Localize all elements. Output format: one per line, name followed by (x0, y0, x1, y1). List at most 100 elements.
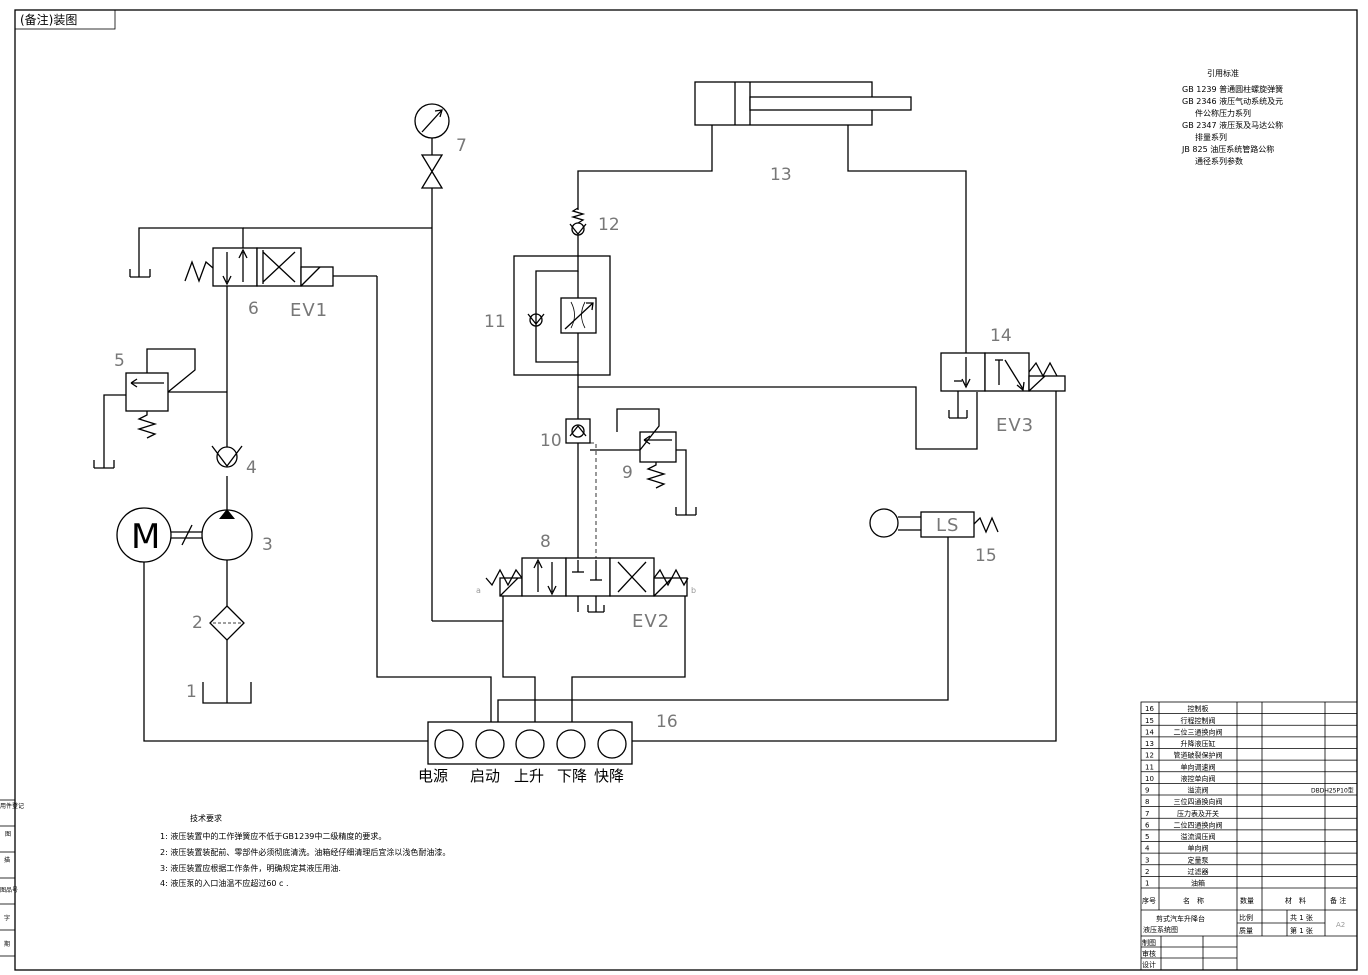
side-strip-2: 图 (5, 831, 11, 838)
svg-text:8: 8 (540, 532, 551, 552)
panel-button-fast-down (597, 729, 627, 759)
parts-row-name: 溢流阀 (1188, 786, 1209, 795)
parts-header-qty: 数量 (1240, 896, 1254, 905)
pilot-check-valve-10: 10 (540, 418, 591, 451)
svg-text:6: 6 (248, 299, 259, 319)
svg-text:A2: A2 (1336, 921, 1345, 929)
svg-text:10: 10 (540, 431, 562, 451)
panel-label-fast-down: 快降 (594, 767, 624, 785)
parts-header-note: 备 注 (1330, 896, 1346, 905)
panel-label-start: 启动 (470, 767, 500, 785)
side-strip: 用件登记 图 描 图品号 字 期 (0, 799, 24, 957)
parts-row-no: 15 (1145, 717, 1154, 725)
parts-row-name: 过滤器 (1188, 867, 1209, 876)
svg-text:14: 14 (990, 326, 1012, 346)
pump-3: 3 (201, 509, 273, 561)
svg-text:12: 12 (598, 215, 620, 235)
side-strip-4: 图品号 (0, 887, 18, 894)
parts-row-name: 控制板 (1188, 704, 1209, 713)
filter-2: 2 (192, 605, 245, 641)
parts-row-no: 1 (1145, 880, 1149, 888)
parts-row-no: 11 (1145, 763, 1154, 771)
panel-button-start (475, 729, 505, 759)
relief-valve-5: 5 (93, 348, 227, 469)
svg-text:剪式汽车升降台: 剪式汽车升降台 (1156, 914, 1205, 923)
svg-text:EV3: EV3 (996, 415, 1034, 436)
tank-1: 1 (186, 682, 252, 704)
svg-text:设计: 设计 (1142, 960, 1156, 969)
svg-text:1: 液压装置中的工作弹簧应不低于GB1239中二级精度的要: 1: 液压装置中的工作弹簧应不低于GB1239中二级精度的要求。 (160, 831, 386, 841)
svg-text:13: 13 (770, 165, 792, 185)
parts-row-name: 三位四通换向阀 (1174, 797, 1223, 806)
svg-text:通径系列参数: 通径系列参数 (1195, 156, 1243, 166)
svg-text:件公称压力系列: 件公称压力系列 (1195, 108, 1251, 118)
parts-row-name: 液控单向阀 (1181, 774, 1216, 783)
svg-text:3: 液压装置应根据工作条件，明确规定其液压用油.: 3: 液压装置应根据工作条件，明确规定其液压用油. (160, 863, 341, 873)
svg-text:16: 16 (656, 712, 678, 732)
referenced-standards: 引用标准 GB 1239 普通圆柱螺旋弹簧 GB 2346 液压气动系统及元 件… (1181, 68, 1283, 166)
svg-text:2: 2 (192, 613, 203, 633)
svg-text:GB 2346 液压气动系统及元: GB 2346 液压气动系统及元 (1182, 96, 1283, 106)
parts-row-no: 4 (1145, 845, 1150, 853)
technical-requirements: 技术要求 1: 液压装置中的工作弹簧应不低于GB1239中二级精度的要求。 2:… (160, 813, 450, 888)
directional-valve-8: a b 8 EV2 (476, 532, 696, 632)
parts-row-no: 6 (1145, 821, 1150, 829)
svg-text:共 1 张: 共 1 张 (1290, 913, 1313, 922)
svg-text:引用标准: 引用标准 (1207, 68, 1239, 78)
panel-label-up: 上升 (514, 767, 544, 785)
svg-text:液压系统图: 液压系统图 (1143, 925, 1178, 934)
parts-row-no: 13 (1145, 740, 1154, 748)
svg-text:3: 3 (262, 535, 273, 555)
svg-text:1: 1 (186, 682, 197, 702)
parts-row-name: 定量泵 (1188, 855, 1209, 864)
svg-text:EV2: EV2 (632, 611, 670, 632)
side-strip-1: 用件登记 (0, 802, 24, 810)
side-strip-5: 字 (4, 914, 10, 922)
parts-row-name: 行程控制阀 (1181, 716, 1216, 725)
title-block: 剪式汽车升降台 液压系统图 比例 质量 共 1 张 第 1 张 A2 制图 审核… (1141, 910, 1357, 970)
svg-text:比例: 比例 (1239, 913, 1253, 922)
panel-button-up (515, 729, 545, 759)
parts-row-no: 9 (1145, 787, 1149, 795)
panel-label-down: 下降 (557, 767, 587, 785)
svg-text:EV1: EV1 (290, 300, 328, 321)
parts-row-note: DBDH25P10型 (1311, 787, 1354, 795)
parts-row-no: 2 (1145, 868, 1149, 876)
parts-row-name: 二位四通换向阀 (1174, 820, 1223, 829)
svg-text:审核: 审核 (1142, 949, 1156, 958)
check-valve-4: 4 (211, 445, 257, 510)
parts-row-name: 溢流调压阀 (1181, 832, 1216, 841)
svg-text:LS: LS (936, 515, 959, 536)
side-strip-6: 期 (4, 940, 10, 948)
parts-row-name: 管道破裂保护阀 (1174, 751, 1223, 760)
svg-text:第 1 张: 第 1 张 (1290, 926, 1313, 935)
drawing-tag: (备注)装图 (20, 12, 77, 27)
svg-text:质量: 质量 (1239, 926, 1253, 935)
parts-header-name: 名 称 (1183, 896, 1204, 905)
drawing-tag-box (14, 9, 116, 30)
parts-header-material: 材 料 (1285, 896, 1306, 905)
svg-text:4: 4 (246, 458, 257, 478)
parts-row-name: 升降液压缸 (1181, 739, 1216, 748)
svg-text:排量系列: 排量系列 (1195, 132, 1227, 142)
parts-row-no: 3 (1145, 856, 1149, 864)
parts-row-name: 单向阀 (1188, 844, 1209, 853)
svg-text:5: 5 (114, 351, 125, 371)
port-b: b (691, 586, 696, 595)
panel-label-power: 电源 (418, 767, 448, 785)
parts-row-name: 压力表及开关 (1177, 809, 1219, 818)
port-a: a (476, 586, 481, 595)
pressure-gauge-7: 7 (414, 103, 467, 621)
svg-text:M: M (131, 517, 160, 557)
parts-header-no: 序号 (1142, 896, 1156, 905)
relief-valve-9: 9 (616, 408, 697, 516)
svg-text:GB 2347 液压泵及马达公称: GB 2347 液压泵及马达公称 (1182, 120, 1283, 130)
panel-button-power (434, 729, 464, 759)
directional-valve-14: 14 EV3 (940, 326, 1066, 436)
parts-row-no: 8 (1145, 798, 1149, 806)
parts-row-name: 单向调速阀 (1181, 762, 1216, 771)
svg-text:JB 825 油压系统管路公称: JB 825 油压系统管路公称 (1181, 144, 1274, 154)
drawing-frame (14, 9, 1358, 971)
